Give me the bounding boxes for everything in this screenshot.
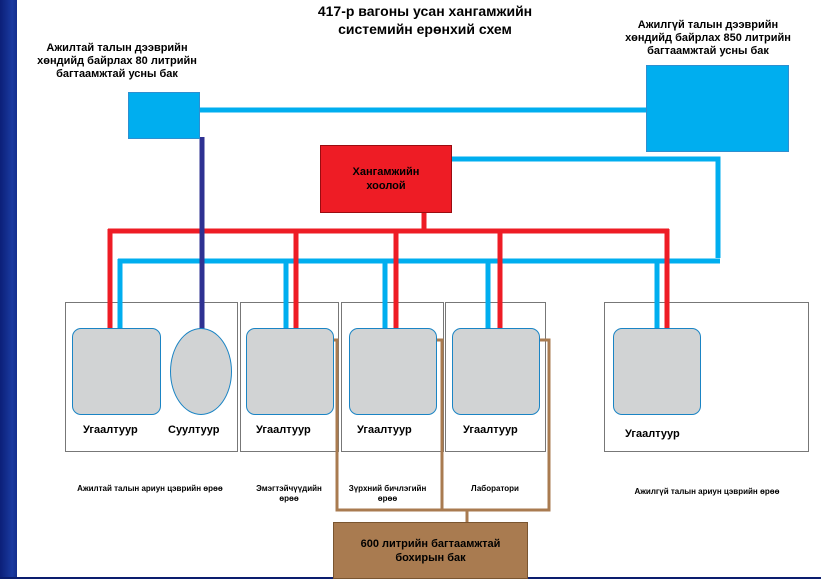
supply-pipes [107,210,670,330]
sink-3 [349,328,437,415]
sink-5-label: Угаалтуур [625,428,680,440]
toilet-label: Суултуур [168,424,220,436]
room-label-cardio: Зүрхний бичлэгийн өрөө [348,484,427,503]
small-water-tank [128,92,200,139]
diagram-title: 417-р вагоны усан хангамжийн системийн е… [270,2,580,38]
small-tank-caption-line-3: багтаамжтай усны бак [56,68,178,80]
sink-5 [613,328,701,415]
supply-hub-label-2: хоолой [366,180,406,192]
toilet-bowl [170,328,232,415]
title-line-2: системийн ерөнхий схем [338,21,512,37]
waste-water-tank: 600 литрийн багтаамжтай бохирын бак [333,522,528,579]
clean-water-pipes [117,107,721,330]
large-tank-drop [450,156,721,258]
sink-1 [72,328,161,415]
small-tank-caption-line-1: Ажилтай талын дээврийн [46,42,188,54]
drain-from-sink2 [332,338,467,512]
room-label-medical: Эмэгтэйчүүдийн өрөө [256,484,322,503]
large-water-tank [646,65,789,152]
title-line-1: 417-р вагоны усан хангамжийн [317,3,533,19]
large-tank-caption: Ажилгүй талын дээврийн хөндийд байрлах 8… [608,19,808,58]
large-tank-caption-line-3: багтаамжтай усны бак [647,45,769,57]
sink-4 [452,328,540,415]
waste-tank-label-1: 600 литрийн багтаамжтай [360,537,501,550]
room-label-clean-working: Ажилтай талын ариун цэврийн өрөө [77,484,223,493]
sink-3-label: Угаалтуур [357,424,412,436]
small-tank-caption: Ажилтай талын дээврийн хөндийд байрлах 8… [22,42,212,81]
large-tank-caption-line-1: Ажилгүй талын дээврийн [637,19,779,31]
small-tank-caption-line-2: хөндийд байрлах 80 литрийн [37,55,197,67]
drain-from-sink4 [467,338,551,512]
room-label-clean-nonworking: Ажилгүй талын ариун цэврийн өрөө [634,487,780,496]
sink-1-label: Угаалтуур [83,424,138,436]
supply-hub-label-1: Хангамжийн [352,166,420,178]
waste-tank-label-2: бохирын бак [395,551,466,564]
sink-4-label: Угаалтуур [463,424,518,436]
room-label-laboratory: Лаборатори [471,484,519,493]
supply-hub: Хангамжийн хоолой [320,145,452,213]
drain-from-sink3 [437,338,444,510]
sink-2 [246,328,334,415]
sink-2-label: Угаалтуур [256,424,311,436]
large-tank-caption-line-2: хөндийд байрлах 850 литрийн [625,32,791,44]
grey-water-drain [332,338,551,523]
